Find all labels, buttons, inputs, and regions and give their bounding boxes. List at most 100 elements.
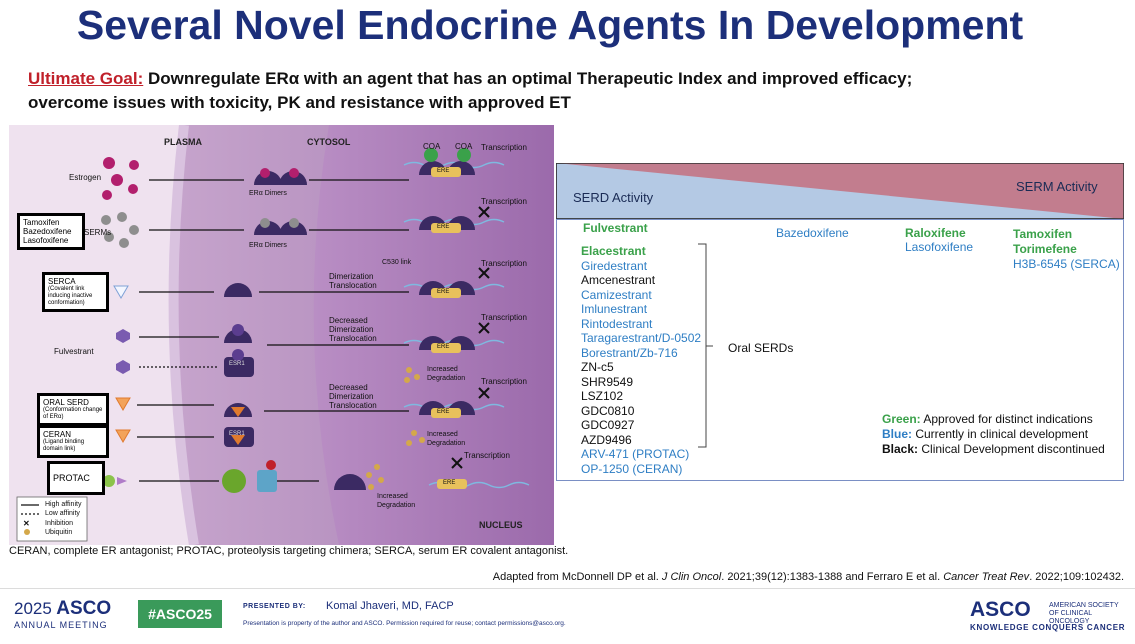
raloxifene-label: Raloxifene — [905, 226, 966, 240]
serm-item: Lasofoxifene — [23, 236, 69, 245]
list-item: Amcenestrant — [581, 273, 656, 287]
legend-blue-text: Currently in clinical development — [912, 427, 1089, 441]
asco-tagline: AMERICAN SOCIETY OF CLINICAL ONCOLOGY — [1049, 602, 1119, 625]
ceran-box: CERAN (Ligand binding domain link) — [37, 425, 109, 458]
oral-serds-list: Elacestrant Giredestrant Amcenestrant Ca… — [581, 244, 701, 476]
decreased-dimerization-label: Decreased Dimerization Translocation — [329, 316, 377, 343]
list-item: Giredestrant — [581, 258, 648, 273]
legend-ubiquitin: Ubiquitin — [45, 529, 73, 536]
meeting-sub: ANNUAL MEETING — [14, 620, 108, 630]
legend-green-key: Green: — [882, 412, 921, 426]
tamoxifen-label: Tamoxifen — [1013, 227, 1073, 241]
protac-box: PROTAC — [47, 461, 105, 495]
list-item: ZN-c5 — [581, 360, 614, 374]
nucleus-header: NUCLEUS — [479, 520, 523, 530]
serm-item: Tamoxifen — [23, 218, 60, 227]
citation-journal: Cancer Treat Rev — [943, 571, 1030, 583]
goal-label: Ultimate Goal: — [28, 69, 144, 88]
transcription-label: Transcription — [481, 377, 527, 386]
fulvestrant-molecule-icon — [116, 329, 130, 343]
list-item: GDC0927 — [581, 418, 635, 432]
legend-black-key: Black: — [882, 442, 919, 456]
legend-black-text: Clinical Development discontinued — [918, 442, 1105, 456]
h3b-6545-label: H3B-6545 (SERCA) — [1013, 257, 1120, 271]
list-item: Taragarestrant/D-0502 — [581, 331, 702, 345]
esr1-label: ESR1 — [229, 431, 245, 437]
diagram-background — [9, 125, 554, 545]
asco-brand: ASCO — [970, 598, 1031, 621]
abbreviations-footnote: CERAN, complete ER antagonist; PROTAC, p… — [9, 545, 569, 557]
oral-serd-desc: (Conformation change of ERα) — [43, 407, 103, 420]
legend-green-text: Approved for distinct indications — [920, 412, 1093, 426]
presented-by-label: PRESENTED BY: — [243, 603, 306, 610]
slide-title: Several Novel Endocrine Agents In Develo… — [76, 2, 1024, 48]
decreased-text: Decreased — [329, 383, 368, 392]
transcription-label: Transcription — [481, 313, 527, 322]
increased-degradation-label: Increased Degradation — [427, 365, 465, 383]
ceran-molecule-icon — [115, 429, 131, 443]
oral-serd-name: ORAL SERD — [43, 398, 89, 407]
fulvestrant-label: Fulvestrant — [583, 221, 648, 235]
serms-label: SERMs — [84, 228, 112, 237]
increased-degradation-label: Increased Degradation — [377, 492, 415, 510]
list-item: GDC0810 — [581, 403, 635, 418]
list-item: LSZ102 — [581, 389, 624, 403]
increased-text: Increased — [427, 366, 458, 373]
oral-serd-box: ORAL SERD (Conformation change of ERα) — [37, 393, 109, 426]
serca-box: SERCA (Covalent link inducing inactive c… — [42, 272, 109, 312]
serca-desc: (Covalent link inducing inactive conform… — [48, 286, 93, 306]
dimerization-text: Dimerization — [329, 325, 374, 334]
presenter-name: Komal Jhaveri, MD, FACP — [326, 600, 454, 612]
serca-molecule-icon — [113, 285, 129, 299]
serm-item: Bazedoxifene — [23, 227, 72, 236]
goal-line-1: Downregulate ERα with an agent that has … — [147, 69, 913, 88]
meeting-brand: ASCO — [56, 598, 112, 619]
translocation-text: Translocation — [329, 401, 377, 410]
inhibition-icon: ✕ — [23, 519, 30, 528]
er-dimers-label: ERα Dimers — [249, 242, 287, 249]
citation-journal: J Clin Oncol — [661, 571, 722, 583]
estrogen-label: Estrogen — [69, 173, 102, 182]
serm-activity-label: SERM Activity — [1016, 179, 1098, 194]
oral-serd-molecule-icon — [115, 397, 131, 411]
ere-label: ERE — [437, 224, 450, 230]
oral-serds-label: Oral SERDs — [728, 341, 794, 355]
plasma-header: PLASMA — [164, 137, 202, 147]
footer — [0, 588, 1135, 644]
c530-link-label: C530 link — [382, 259, 412, 266]
goal-statement: Ultimate Goal: Downregulate ERα with an … — [28, 67, 1108, 115]
list-item: ARV-471 (PROTAC) — [581, 447, 690, 461]
dimerization-translocation-label: Dimerization Translocation — [329, 272, 377, 290]
list-item: Rintodestrant — [581, 316, 653, 331]
list-item: SHR9549 — [581, 374, 634, 389]
transcription-label: Transcription — [481, 259, 527, 268]
goal-line-2: overcome issues with toxicity, PK and re… — [28, 93, 571, 112]
bazedoxifene-label: Bazedoxifene — [776, 226, 849, 240]
dimerization-text: Dimerization — [329, 392, 374, 401]
decreased-dimerization-label: Decreased Dimerization Translocation — [329, 383, 377, 410]
cytosol-header: CYTOSOL — [307, 137, 351, 147]
esr1-label: ESR1 — [229, 361, 245, 367]
serd-activity-label: SERD Activity — [573, 190, 654, 205]
er-dimers-label: ERα Dimers — [249, 190, 287, 197]
ere-label: ERE — [443, 480, 456, 486]
coa-label: COA — [423, 142, 441, 151]
lasofoxifene-label: Lasofoxifene — [905, 240, 974, 254]
citation-part: Adapted from McDonnell DP et al. — [492, 571, 662, 583]
torimefene-label: Torimefene — [1013, 242, 1077, 256]
ceran-name: CERAN — [43, 430, 72, 439]
translocation-text: Translocation — [329, 281, 377, 290]
property-notice: Presentation is property of the author a… — [243, 620, 566, 627]
coa-label: COA — [455, 142, 473, 151]
citation-part: . 2021;39(12):1383-1388 and Ferraro E et… — [721, 571, 944, 583]
ere-label: ERE — [437, 168, 450, 174]
fulvestrant-molecule-icon — [116, 360, 130, 374]
degradation-text: Degradation — [427, 440, 466, 447]
asco-logo: ASCO AMERICAN SOCIETY OF CLINICAL ONCOLO… — [970, 598, 1125, 632]
degradation-text: Degradation — [377, 502, 416, 509]
dimerization-text: Dimerization — [329, 272, 374, 281]
asco-meeting-logo: 2025 ASCO ANNUAL MEETING — [14, 598, 111, 630]
ere-label: ERE — [437, 289, 450, 295]
ubiquitin-icon — [24, 529, 30, 535]
citation: Adapted from McDonnell DP et al. J Clin … — [493, 571, 1124, 583]
